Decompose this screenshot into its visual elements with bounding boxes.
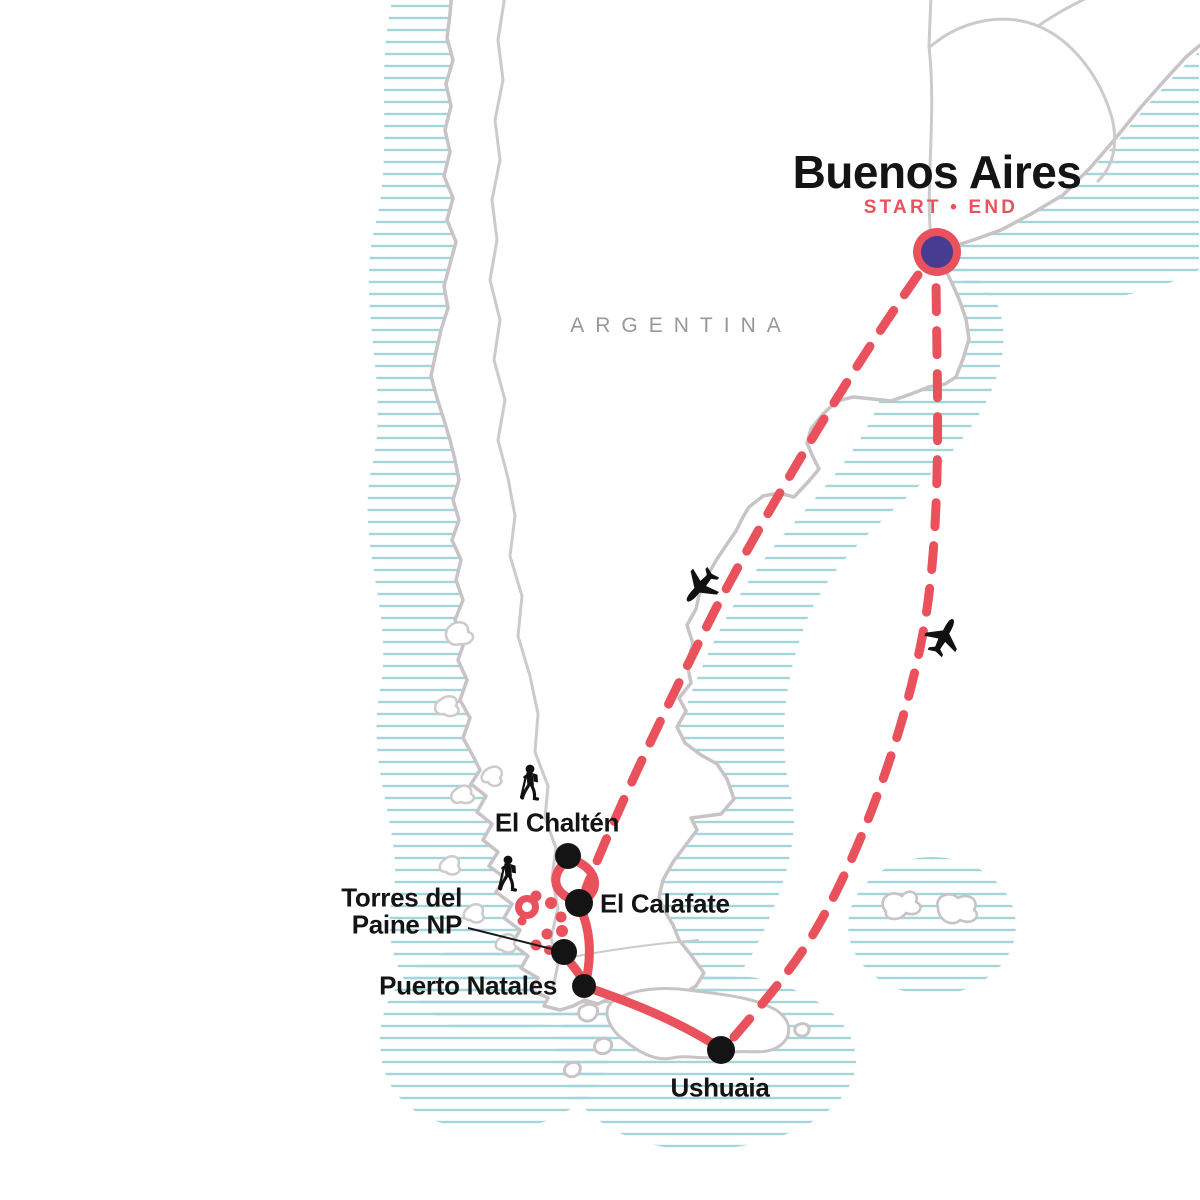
stop-dot-el-chalten [555,843,581,869]
falklands-hatch [848,857,1016,995]
start-end-marker [913,228,961,276]
fjord-islands [433,620,517,954]
park-ring-marker [515,895,539,919]
mainland-coastline [429,0,1200,1012]
stop-dot-ushuaia [707,1036,735,1064]
city-label-el-calafate: El Calafate [600,888,730,919]
torres-label-pointer-line [467,927,557,951]
city-label-ushuaia: Ushuaia [670,1072,770,1103]
park-label-torres-del-paine: Torres del Paine NP [341,882,463,940]
stop-dot-torres-del-paine [551,939,577,965]
country-label-argentina: ARGENTINA [570,313,792,337]
stop-dot-puerto-natales [572,974,596,998]
flight-path-ushuaia-buenosaires [729,276,943,1042]
flight-path-buenosaires-elcalafate [581,270,923,893]
park-label-line1: Torres del [341,882,462,913]
city-label-buenos-aires: Buenos Aires [792,145,1082,198]
stop-dot-el-calafate [565,889,593,917]
falkland-islands [881,890,979,925]
city-label-puerto-natales: Puerto Natales [379,970,557,1001]
park-label-line2: Paine NP [351,910,463,940]
start-end-label: START • END [863,197,1019,219]
country-borders [488,0,1117,990]
tierra-del-fuego [563,987,811,1079]
city-label-el-chalten: El Chaltén [494,807,620,838]
